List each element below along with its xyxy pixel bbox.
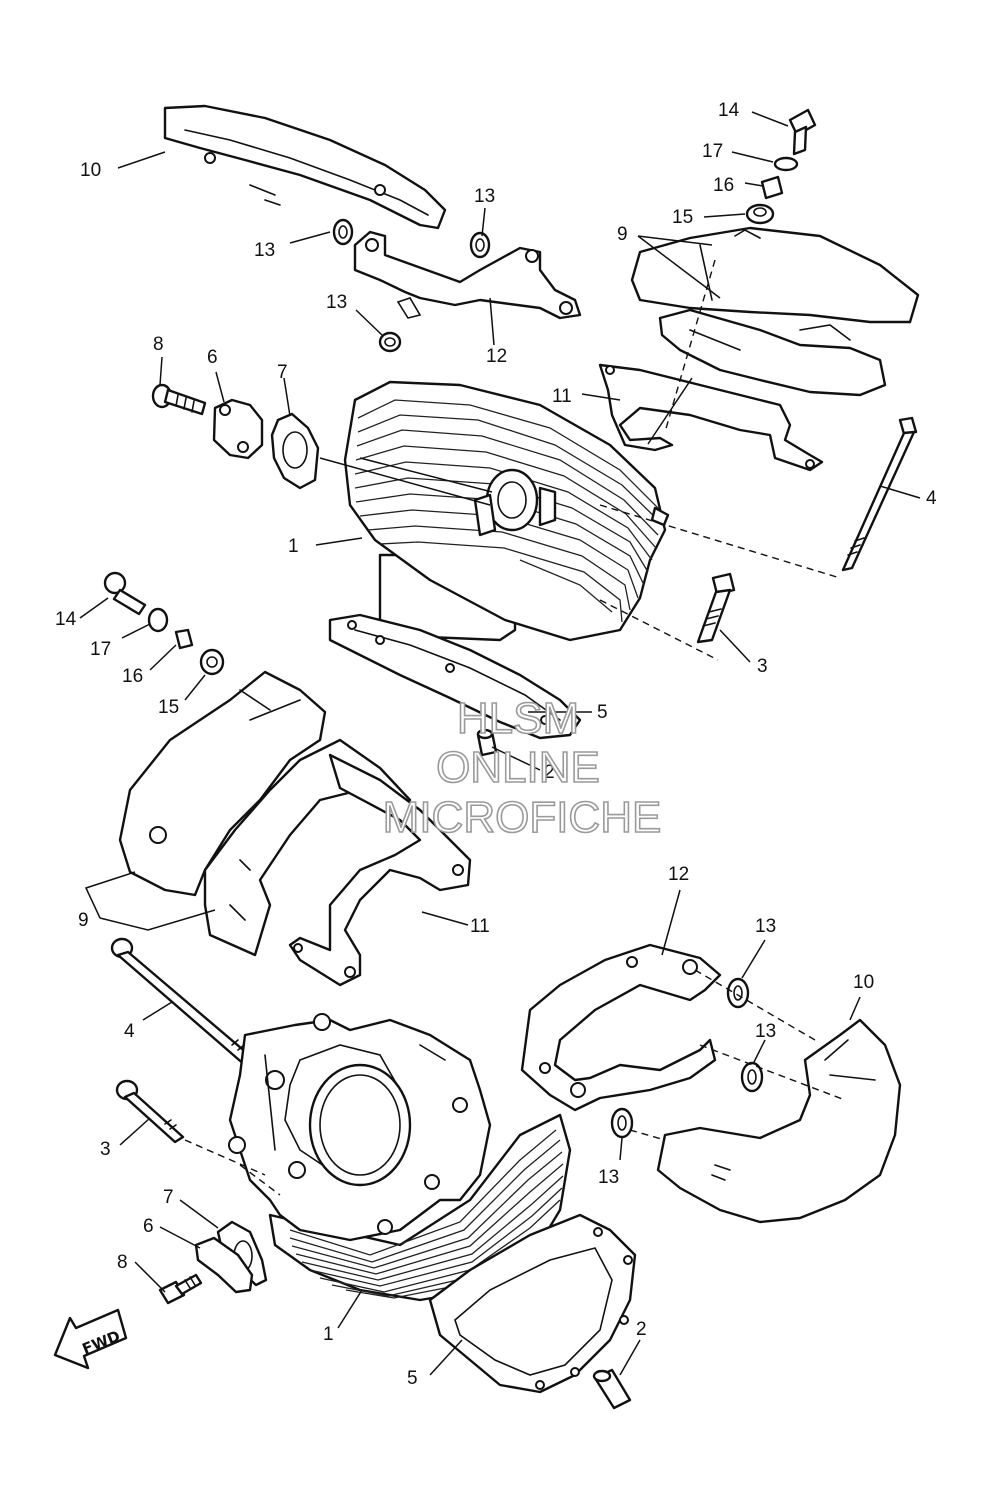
callout-bot-7: 7	[163, 1187, 174, 1208]
collar-16-upper	[760, 175, 784, 200]
gasket-11-middle	[288, 753, 472, 987]
callout-bot-5: 5	[407, 1368, 418, 1389]
callout-bot-8: 8	[117, 1252, 128, 1273]
stud-4-upper	[841, 416, 918, 572]
cylinder-1-lower	[228, 1013, 572, 1302]
bolt-8-lower	[158, 1273, 203, 1305]
base-gasket-5-upper	[328, 613, 582, 740]
callout-bot-10: 10	[853, 972, 874, 993]
bracket-12-lower	[520, 943, 722, 1112]
callout-top-16: 16	[713, 175, 734, 196]
washer-17-middle	[147, 607, 169, 633]
callout-top-14: 14	[718, 100, 740, 121]
grommet-13-b	[469, 231, 491, 259]
bolt-14-upper	[788, 108, 817, 156]
bolt-3-upper	[696, 572, 736, 644]
bolt-8-upper	[151, 383, 207, 416]
callout-bot-13-a: 13	[755, 916, 776, 937]
dowel-2-lower	[592, 1368, 632, 1410]
head-cover-9-upper	[630, 226, 920, 397]
leader-lines	[79, 111, 921, 1376]
callout-top-7: 7	[277, 362, 288, 383]
fwd-direction-arrow: FWD	[53, 1308, 128, 1370]
callout-bot-6: 6	[143, 1216, 154, 1237]
callout-top-5: 5	[597, 702, 608, 723]
grommet-13-lower-a	[726, 977, 750, 1009]
callout-top-13-b: 13	[474, 186, 495, 207]
cover-6-lower	[194, 1236, 254, 1294]
callout-mid-17: 17	[90, 639, 111, 660]
callout-top-4: 4	[926, 488, 937, 509]
cylinder-1-upper	[343, 380, 670, 642]
top-cover-10	[163, 104, 447, 230]
callout-top-11: 11	[552, 386, 572, 407]
callout-top-1: 1	[288, 536, 299, 557]
callout-top-13-c: 13	[326, 292, 347, 313]
bracket-12-upper	[353, 230, 582, 320]
callout-mid-9: 9	[78, 910, 89, 931]
watermark-line-1: HLSM	[457, 694, 579, 743]
grommet-13-lower-c	[610, 1107, 634, 1139]
head-cover-9-middle	[118, 670, 412, 957]
grommet-15-upper	[745, 203, 775, 225]
stud-4-lower	[110, 937, 257, 1068]
callout-top-17: 17	[702, 141, 723, 162]
callout-mid-16: 16	[122, 666, 143, 687]
callout-bot-3: 3	[100, 1139, 111, 1160]
bolt-3-lower	[115, 1079, 185, 1144]
washer-17-upper	[773, 156, 799, 172]
watermark: HLSM ONLINE MICROFICHE	[382, 693, 662, 843]
watermark-line-3: MICROFICHE	[383, 793, 662, 842]
callout-mid-11: 11	[470, 916, 490, 937]
callout-top-3: 3	[757, 656, 768, 677]
grommet-15-middle	[199, 648, 225, 676]
alignment-lines	[184, 259, 846, 1196]
callout-top-9: 9	[617, 224, 628, 245]
lower-cover-10	[656, 1018, 902, 1224]
callout-top-10: 10	[80, 160, 101, 181]
callout-bot-13-b: 13	[755, 1021, 776, 1042]
callout-bot-4: 4	[124, 1021, 135, 1042]
dowel-2-upper	[476, 728, 498, 757]
grommet-13-lower-b	[740, 1061, 764, 1093]
grommet-13-a	[332, 218, 354, 246]
callout-mid-15: 15	[158, 697, 179, 718]
callout-bot-12: 12	[668, 864, 689, 885]
callout-top-12: 12	[486, 346, 507, 367]
callout-top-6: 6	[207, 347, 218, 368]
callout-bot-2: 2	[636, 1319, 647, 1340]
callout-top-13-a: 13	[254, 240, 275, 261]
gasket-11-upper	[598, 363, 824, 472]
collar-16-middle	[174, 628, 194, 650]
bolt-14-middle	[103, 571, 147, 616]
watermark-line-2: ONLINE	[436, 743, 600, 792]
base-gasket-5-lower	[428, 1213, 637, 1394]
callout-bot-13-c: 13	[598, 1167, 619, 1188]
callout-top-2: 2	[544, 762, 555, 783]
gasket-7-upper	[270, 412, 320, 490]
grommet-13-c	[378, 331, 402, 353]
callout-top-8: 8	[153, 334, 164, 355]
callout-top-15: 15	[672, 207, 693, 228]
callout-bot-1: 1	[323, 1324, 334, 1345]
callout-mid-14: 14	[55, 609, 77, 630]
callout-numbers: 10 13 13 13 12 14 17 16 15 9 8 6 7 11 1 …	[55, 100, 937, 1389]
cover-6-upper	[212, 398, 264, 460]
